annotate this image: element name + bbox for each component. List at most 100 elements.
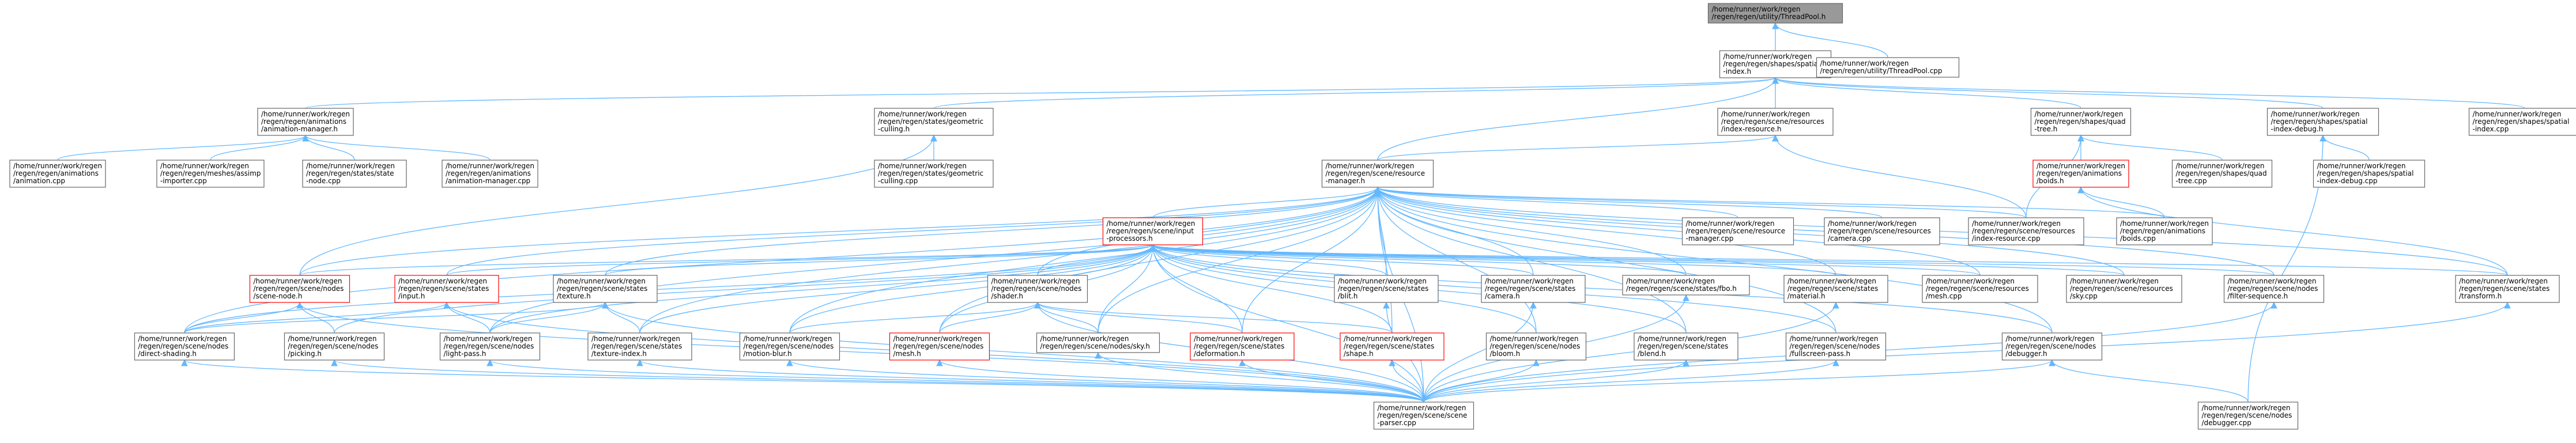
dependency-edge: [299, 186, 1381, 276]
node-label-line: /home/runner/work/regen: [1723, 52, 1812, 60]
graph-node[interactable]: /home/runner/work/regen/regen/regen/scen…: [134, 332, 235, 361]
node-label-line: /regen/regen/scene/states: [1787, 285, 1878, 293]
node-label-line: /home/runner/work/regen: [444, 335, 533, 343]
graph-node[interactable]: /home/runner/work/regen/regen/regen/anim…: [2032, 160, 2129, 188]
node-label-line: -processors.h: [1107, 234, 1153, 243]
graph-node[interactable]: /home/runner/work/regen/regen/regen/stat…: [302, 160, 407, 188]
node-box: [1102, 217, 1204, 245]
graph-node[interactable]: /home/runner/work/regen/regen/regen/scen…: [2001, 332, 2103, 361]
graph-node[interactable]: /home/runner/work/regen/regen/regen/scen…: [1785, 332, 1887, 361]
graph-node[interactable]: /home/runner/work/regen/regen/regen/scen…: [1481, 275, 1586, 303]
graph-node[interactable]: /home/runner/work/regen/regen/regen/anim…: [9, 160, 106, 188]
node-label-line: /regen/regen/scene/states: [398, 285, 489, 293]
node-label-line: /home/runner/work/regen: [2317, 162, 2406, 170]
node-box: [2116, 217, 2213, 245]
graph-node[interactable]: /home/runner/work/regen/regen/regen/scen…: [1968, 217, 2084, 245]
graph-node[interactable]: /home/runner/work/regen/regen/regen/shap…: [2171, 160, 2273, 188]
dependency-edge: [1423, 359, 1540, 403]
dependency-edge: [299, 244, 1156, 276]
dependency-edge: [489, 244, 1156, 334]
graph-node[interactable]: /home/runner/work/regen/regen/regen/scen…: [739, 332, 840, 361]
graph-node[interactable]: /home/runner/work/regen/regen/regen/scen…: [2455, 275, 2560, 303]
node-label-line: /home/runner/work/regen: [1378, 404, 1466, 412]
node-box: [302, 160, 407, 188]
node-box: [2171, 160, 2273, 188]
graph-node[interactable]: /home/runner/work/regen/regen/regen/scen…: [889, 332, 990, 361]
node-box: [1036, 332, 1160, 353]
graph-node[interactable]: /home/runner/work/regen/regen/regen/scen…: [1321, 160, 1434, 188]
graph-node[interactable]: /home/runner/work/regen/regen/regen/scen…: [1485, 332, 1587, 361]
graph-node[interactable]: /home/runner/work/regen/regen/regen/scen…: [249, 275, 350, 303]
graph-node[interactable]: /home/runner/work/regen/regen/regen/scen…: [394, 275, 499, 303]
node-label-line: /regen/regen/shapes/quad: [2176, 169, 2267, 177]
graph-node[interactable]: /home/runner/work/regen/regen/regen/scen…: [1717, 108, 1834, 136]
dependency-edge: [2049, 359, 2249, 403]
graph-node[interactable]: /home/runner/work/regen/regen/regen/scen…: [1373, 402, 1474, 430]
node-label-line: /regen/regen/animations: [2036, 169, 2122, 177]
node-label-line: /boids.cpp: [2120, 234, 2156, 243]
dependency-edge: [1374, 186, 1687, 334]
graph-node[interactable]: /home/runner/work/regen/regen/regen/scen…: [1783, 275, 1888, 303]
node-label-line: /animation-manager.cpp: [446, 177, 530, 185]
graph-node[interactable]: /home/runner/work/regen/regen/regen/scen…: [439, 332, 541, 361]
node-label-line: /regen/regen/shapes/quad: [2035, 118, 2126, 126]
node-label-line: /home/runner/work/regen: [1194, 335, 1283, 343]
dependency-edge: [605, 186, 1381, 276]
node-label-line: /regen/regen/scene/nodes: [991, 285, 1082, 293]
graph-node[interactable]: /home/runner/work/regen/regen/regen/scen…: [2066, 275, 2182, 303]
graph-node[interactable]: /home/runner/work/regen/regen/regen/util…: [1816, 57, 1960, 78]
graph-node[interactable]: /home/runner/work/regen/regen/regen/scen…: [2197, 402, 2299, 430]
graph-node[interactable]: /home/runner/work/regen/regen/regen/scen…: [1102, 217, 1204, 245]
graph-node[interactable]: /home/runner/work/regen/regen/regen/scen…: [1634, 332, 1738, 361]
graph-node[interactable]: /home/runner/work/regen/regen/regen/shap…: [2468, 108, 2576, 136]
node-box: [134, 332, 235, 361]
node-label-line: /home/runner/work/regen: [991, 277, 1080, 285]
node-label-line: /home/runner/work/regen: [2036, 162, 2125, 170]
dependency-edge: [1772, 77, 2525, 109]
node-box: [1968, 217, 2084, 245]
graph-node[interactable]: /home/runner/work/regen/regen/regen/scen…: [587, 332, 692, 361]
graph-node[interactable]: /home/runner/work/regen/regen/regen/scen…: [1340, 332, 1444, 361]
node-label-line: /home/runner/work/regen: [744, 335, 832, 343]
graph-node[interactable]: /home/runner/work/regen/regen/regen/scen…: [1036, 332, 1160, 353]
graph-node[interactable]: /home/runner/work/regen/regen/regen/anim…: [2116, 217, 2213, 245]
graph-node[interactable]: /home/runner/work/regen/regen/regen/scen…: [1334, 275, 1439, 303]
node-label-line: -importer.cpp: [160, 177, 207, 185]
dependency-edge: [184, 301, 609, 334]
node-box: [2030, 108, 2132, 136]
dependency-edge: [1772, 77, 2081, 109]
graph-node[interactable]: /home/runner/work/regen/regen/regen/scen…: [2223, 275, 2325, 303]
dependency-edge: [1149, 244, 2053, 334]
dependency-edge: [1389, 359, 1424, 403]
graph-node[interactable]: /home/runner/work/regen/regen/regen/anim…: [442, 160, 538, 188]
graph-node[interactable]: /home/runner/work/regen/regen/regen/mesh…: [156, 160, 265, 188]
graph-node[interactable]: /home/runner/work/regen/regen/regen/shap…: [2266, 108, 2379, 136]
dependency-edge: [2077, 186, 2165, 218]
node-label-line: /regen/regen/utility/ThreadPool.cpp: [1820, 67, 1943, 75]
graph-node[interactable]: /home/runner/work/regen/regen/regen/stat…: [874, 108, 994, 136]
graph-node[interactable]: /home/runner/work/regen/regen/regen/scen…: [553, 275, 658, 303]
graph-node[interactable]: /home/runner/work/regen/regen/regen/shap…: [2030, 108, 2132, 136]
node-box: [1717, 108, 1834, 136]
dependency-edge: [1423, 359, 2055, 403]
graph-node[interactable]: /home/runner/work/regen/regen/regen/scen…: [1824, 217, 1940, 245]
graph-node[interactable]: /home/runner/work/regen/regen/regen/scen…: [1681, 217, 1794, 245]
node-label-line: /blend.h: [1638, 350, 1666, 358]
graph-node[interactable]: /home/runner/work/regen/regen/regen/shap…: [2313, 160, 2426, 188]
graph-node[interactable]: /home/runner/work/regen/regen/regen/scen…: [1190, 332, 1295, 361]
graph-node[interactable]: /home/runner/work/regen/regen/regen/stat…: [874, 160, 994, 188]
node-box: [2313, 160, 2426, 188]
graph-node[interactable]: /home/runner/work/regen/regen/regen/scen…: [1622, 275, 1750, 296]
graph-node[interactable]: /home/runner/work/regen/regen/regen/scen…: [284, 332, 385, 361]
graph-node[interactable]: /home/runner/work/regen/regen/regen/scen…: [987, 275, 1088, 303]
node-label-line: /home/runner/work/regen: [1490, 335, 1579, 343]
dependency-edge: [1149, 244, 1387, 276]
node-label-line: /home/runner/work/regen: [13, 162, 102, 170]
node-label-line: /regen/regen/meshes/assimp: [160, 169, 261, 177]
dependency-edge: [1423, 301, 1537, 403]
graph-node[interactable]: /home/runner/work/regen/regen/regen/anim…: [257, 108, 354, 136]
graph-node[interactable]: /home/runner/work/regen/regen/regen/shap…: [1719, 50, 1832, 78]
dependency-edge: [1374, 186, 1981, 276]
graph-node[interactable]: /home/runner/work/regen/regen/regen/scen…: [1922, 275, 2038, 303]
node-label-line: -parser.cpp: [1378, 419, 1416, 427]
